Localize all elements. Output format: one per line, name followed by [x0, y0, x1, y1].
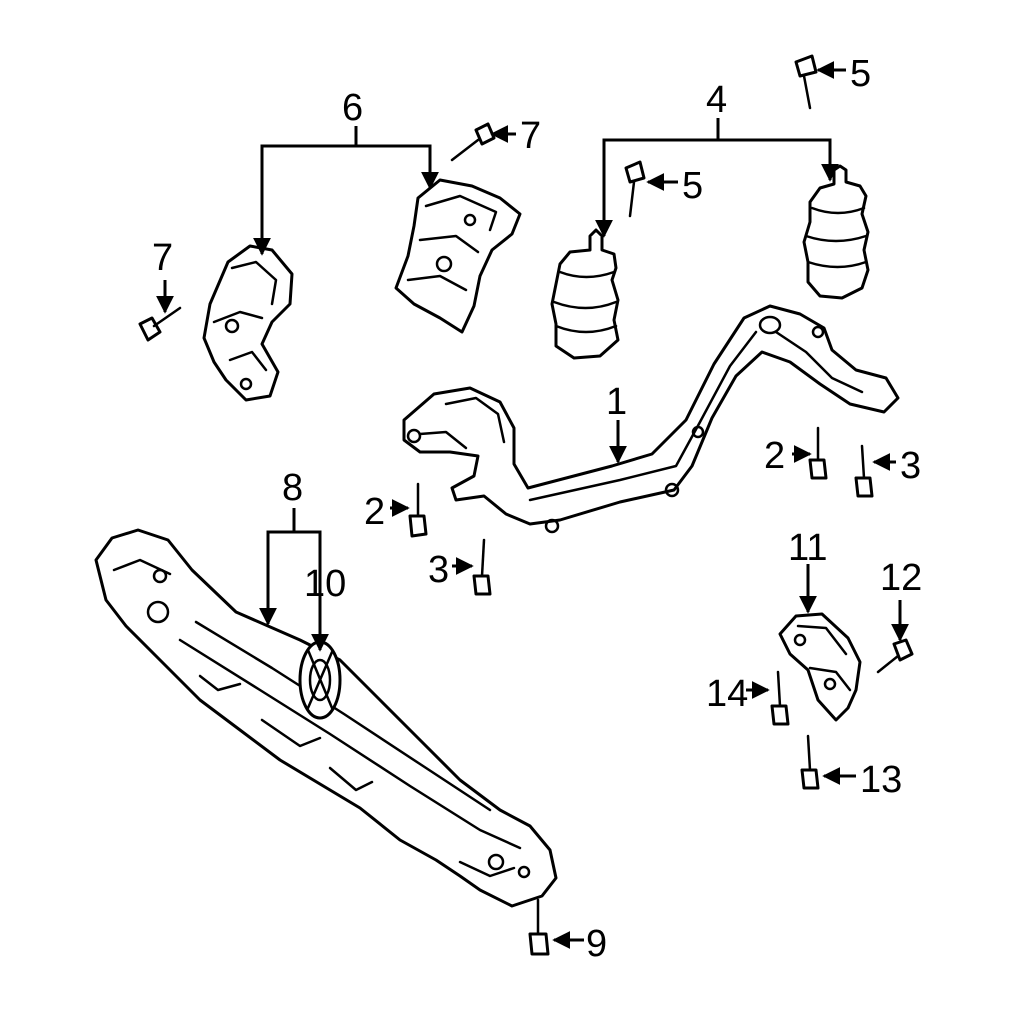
bolt-part-13 [800, 734, 820, 790]
callout-10: 10 [304, 563, 346, 605]
callout-4: 4 [706, 79, 727, 121]
callout-labels: 1 2 2 3 3 4 5 5 6 7 7 8 9 10 11 12 13 14 [152, 53, 922, 965]
callout-2-left: 2 [364, 491, 385, 533]
callout-1: 1 [606, 381, 627, 423]
callout-3-left: 3 [428, 549, 449, 591]
right-engine-bracket [394, 178, 522, 334]
callout-8: 8 [282, 467, 303, 509]
callout-7-upper: 7 [520, 115, 541, 157]
bolt-part-12 [876, 638, 914, 674]
bolt-part-9 [528, 898, 550, 956]
bolt-part-2-right [808, 426, 828, 480]
callout-12: 12 [880, 557, 922, 599]
crossmember-bushing [298, 640, 342, 720]
callout-5-upper: 5 [850, 53, 871, 95]
right-engine-mount [802, 164, 870, 300]
callout-11: 11 [788, 527, 827, 569]
callout-6: 6 [342, 87, 363, 129]
bolt-part-3-left [472, 538, 492, 596]
callout-13: 13 [860, 759, 902, 801]
callout-2-right: 2 [764, 435, 785, 477]
callout-5-lower: 5 [682, 165, 703, 207]
leader-lines [156, 61, 909, 949]
small-support-bracket [778, 612, 862, 722]
callout-9: 9 [586, 923, 607, 965]
upper-crossmember [402, 304, 900, 534]
left-engine-bracket [202, 244, 294, 402]
callout-7-left: 7 [152, 237, 173, 279]
callout-3-right: 3 [900, 445, 921, 487]
bolt-part-5-upper [794, 54, 818, 110]
left-engine-mount [550, 228, 620, 360]
bolt-part-5-lower [624, 160, 646, 218]
bolt-part-2-left [408, 482, 428, 538]
bolt-part-7-left [138, 306, 182, 342]
bolt-part-3-right [854, 444, 874, 498]
callout-14: 14 [706, 673, 748, 715]
bolt-part-14 [770, 670, 790, 726]
bolt-part-7-upper [450, 122, 496, 162]
